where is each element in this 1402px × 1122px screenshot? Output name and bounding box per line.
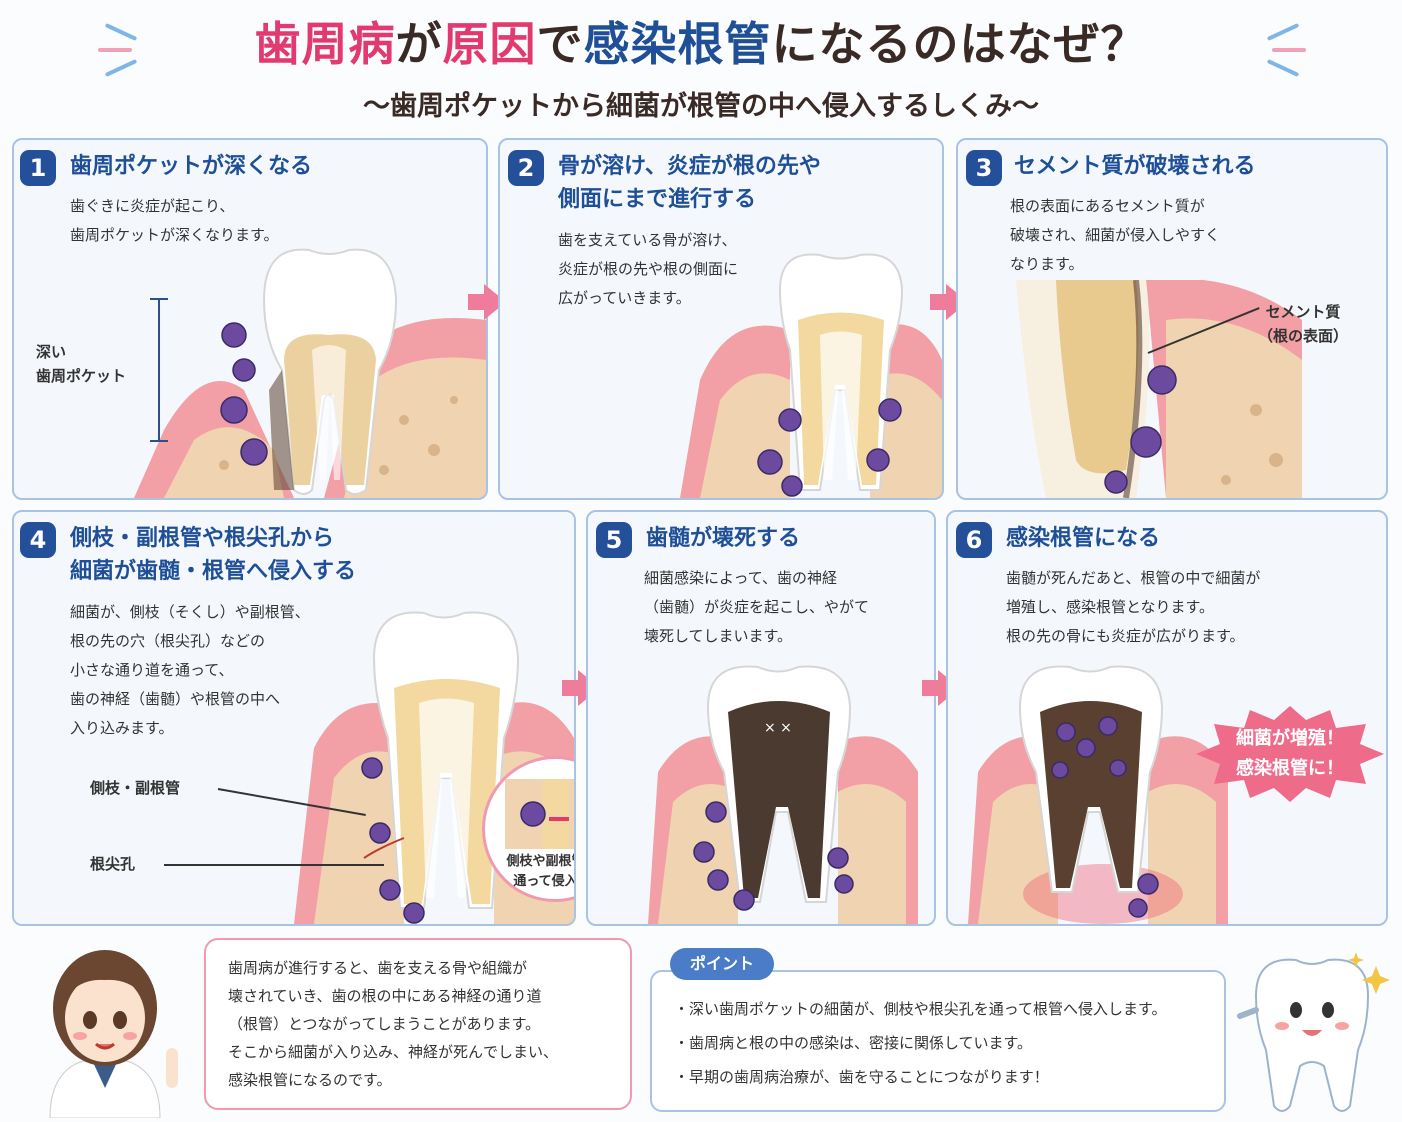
point-list: ・深い歯周ポケットの細菌が、側枝や根尖孔を通って根管へ侵入します。 ・歯周病と根… <box>674 1000 1167 1086</box>
step-text: 歯髄が死んだあと、根管の中で細菌が 増殖し、感染根管となります。 根の先の骨にも… <box>1006 569 1261 645</box>
step-number: 4 <box>20 522 56 558</box>
point-tag: ポイント <box>670 948 774 980</box>
lateral-canal-label: 側枝・副根管 <box>90 779 181 797</box>
infected-tooth-illustration <box>968 665 1228 924</box>
step-number: 6 <box>956 522 992 558</box>
step-arrow <box>930 294 946 310</box>
step-title: 歯周ポケットが深くなる <box>70 154 313 179</box>
step-panel-5: × × 5 歯髄が壊死する 細菌感染によって、歯の神経 （歯髄）が炎症を起こし、… <box>586 510 936 926</box>
step-arrow <box>468 294 484 310</box>
step-text: 根の表面にあるセメント質が 破壊され、細菌が侵入しやすく なります。 <box>1010 197 1221 273</box>
step-text: 細菌感染によって、歯の神経 （歯髄）が炎症を起こし、やがて 壊死してしまいます。 <box>644 569 870 645</box>
step-panel-3: 3 セメント質が破壊される 根の表面にあるセメント質が 破壊され、細菌が侵入しや… <box>956 138 1388 500</box>
step-title: 側枝・副根管や根尖孔から 細菌が歯髄・根管へ侵入する <box>70 526 357 584</box>
step-panel-2: 2 骨が溶け、炎症が根の先や 側面にまで進行する 歯を支えている骨が溶け、 炎症… <box>498 138 944 500</box>
doctor-speech-bubble: 歯周病が進行すると、歯を支える骨や組織が 壊されていき、歯の根の中にある神経の通… <box>204 938 632 1110</box>
speech-text: 歯周病が進行すると、歯を支える骨や組織が 壊されていき、歯の根の中にある神経の通… <box>228 959 559 1089</box>
tooth-illustration <box>680 253 942 498</box>
step-panel-4: 側枝や副根管を 通って侵入！ 4 側枝・副根管や根尖孔から 細菌が歯髄・根管へ侵… <box>12 510 576 926</box>
step-number: 2 <box>508 150 544 186</box>
burst-text: 細菌が増殖！ 感染根管に！ <box>1236 728 1344 779</box>
pocket-label: 深い 歯周ポケット <box>36 343 127 385</box>
step-text: 歯ぐきに炎症が起こり、 歯周ポケットが深くなります。 <box>70 197 279 244</box>
svg-text:× ×: × × <box>764 720 792 736</box>
apical-foramen-label: 根尖孔 <box>90 855 136 873</box>
title-deco-right <box>1272 48 1306 52</box>
inset-illustration <box>505 779 574 849</box>
step-title: 骨が溶け、炎症が根の先や 側面にまで進行する <box>558 154 821 212</box>
necrotic-tooth-illustration: × × <box>648 665 918 924</box>
step-text: 歯を支えている骨が溶け、 炎症が根の先や根の側面に 広がっていきます。 <box>558 231 739 307</box>
step-title: 歯髄が壊死する <box>646 526 801 551</box>
cementum-label: セメント質 （根の表面） <box>1258 303 1349 345</box>
apical-foramen-leader-line <box>164 864 384 866</box>
page-title: 歯周病が原因で感染根管になるのはなぜ？ <box>254 17 1148 71</box>
title-deco-left <box>98 48 132 52</box>
step-number: 1 <box>20 150 56 186</box>
pocket-depth-marker <box>150 298 168 300</box>
step-panel-1: 1 歯周ポケットが深くなる 歯ぐきに炎症が起こり、 歯周ポケットが深くなります。… <box>12 138 488 500</box>
doctor-avatar <box>49 950 178 1118</box>
step-text: 細菌が、側枝（そくし）や副根管、 根の先の穴（根尖孔）などの 小さな通り道を通っ… <box>70 603 310 737</box>
pocket-depth-marker <box>150 440 168 442</box>
step-title: 感染根管になる <box>1006 526 1161 551</box>
step-arrow <box>922 680 938 696</box>
burst-badge <box>1196 706 1384 802</box>
point-box: ・深い歯周ポケットの細菌が、側枝や根尖孔を通って根管へ侵入します。 ・歯周病と根… <box>650 970 1226 1112</box>
step-number: 3 <box>966 150 1002 186</box>
step-title: セメント質が破壊される <box>1014 154 1256 179</box>
step-number: 5 <box>596 522 632 558</box>
tooth-mascot <box>1237 952 1390 1112</box>
pocket-depth-marker <box>158 298 160 442</box>
page-subtitle: ～歯周ポケットから細菌が根管の中へ侵入するしくみ～ <box>362 91 1040 122</box>
inset-caption: 側枝や副根管を 通って侵入！ <box>506 854 574 889</box>
step-arrow <box>562 680 578 696</box>
step-panel-6: 細菌が増殖！ 感染根管に！ 6 感染根管になる 歯髄が死んだあと、根管の中で細菌… <box>946 510 1388 926</box>
root-closeup-illustration <box>1016 280 1302 498</box>
tooth-illustration <box>134 248 486 498</box>
